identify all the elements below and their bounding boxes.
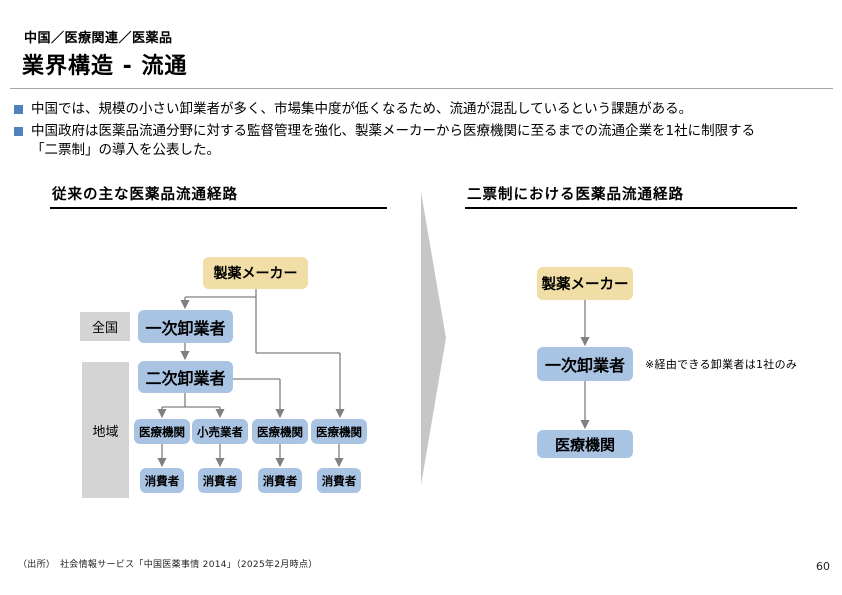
- left-node-primary-wholesaler: 一次卸業者: [138, 310, 233, 343]
- transition-arrow-icon: [421, 192, 446, 485]
- right-node-primary-wholesaler: 一次卸業者: [537, 347, 633, 381]
- page-title: 業界構造 - 流通: [22, 54, 188, 79]
- left-node-consumer-1: 消費者: [140, 468, 184, 493]
- breadcrumb-category: 中国／医療関連／医薬品: [24, 31, 173, 46]
- bullet-square-icon: [14, 105, 23, 114]
- bullet-text-line2: 「二票制」の導入を公表した。: [31, 142, 220, 158]
- right-diagram-heading: 二票制における医薬品流通経路: [465, 183, 797, 209]
- scope-label-national: 全国: [80, 312, 130, 341]
- bullet-text-line1: 中国政府は医薬品流通分野に対する監督管理を強化、製薬メーカーから医療機関に至るま…: [31, 123, 756, 139]
- page-number: 60: [816, 560, 830, 573]
- right-node-maker: 製薬メーカー: [537, 267, 633, 300]
- source-note: （出所） 社会情報サービス「中国医薬事情 2014」（2025年2月時点）: [18, 560, 318, 570]
- left-node-hospital-3: 医療機関: [311, 419, 367, 444]
- left-diagram-heading: 従来の主な医薬品流通経路: [50, 183, 387, 209]
- left-node-retailer: 小売業者: [192, 419, 248, 444]
- left-node-consumer-4: 消費者: [317, 468, 361, 493]
- left-node-hospital-2: 医療機関: [252, 419, 308, 444]
- left-node-consumer-3: 消費者: [258, 468, 302, 493]
- left-node-maker: 製薬メーカー: [203, 257, 308, 289]
- bullet-item: 中国では、規模の小さい卸業者が多く、市場集中度が低くなるため、流通が混乱している…: [14, 100, 826, 119]
- bullet-text: 中国では、規模の小さい卸業者が多く、市場集中度が低くなるため、流通が混乱している…: [31, 101, 693, 117]
- right-diagram-note: ※経由できる卸業者は1社のみ: [645, 358, 798, 371]
- bullet-item: 中国政府は医薬品流通分野に対する監督管理を強化、製薬メーカーから医療機関に至るま…: [14, 122, 826, 160]
- right-node-hospital: 医療機関: [537, 430, 633, 458]
- left-node-hospital-1: 医療機関: [134, 419, 190, 444]
- header-divider: [10, 88, 833, 89]
- scope-label-regional: 地域: [82, 362, 129, 498]
- bullet-square-icon: [14, 127, 23, 136]
- left-node-secondary-wholesaler: 二次卸業者: [138, 361, 233, 393]
- left-node-consumer-2: 消費者: [198, 468, 242, 493]
